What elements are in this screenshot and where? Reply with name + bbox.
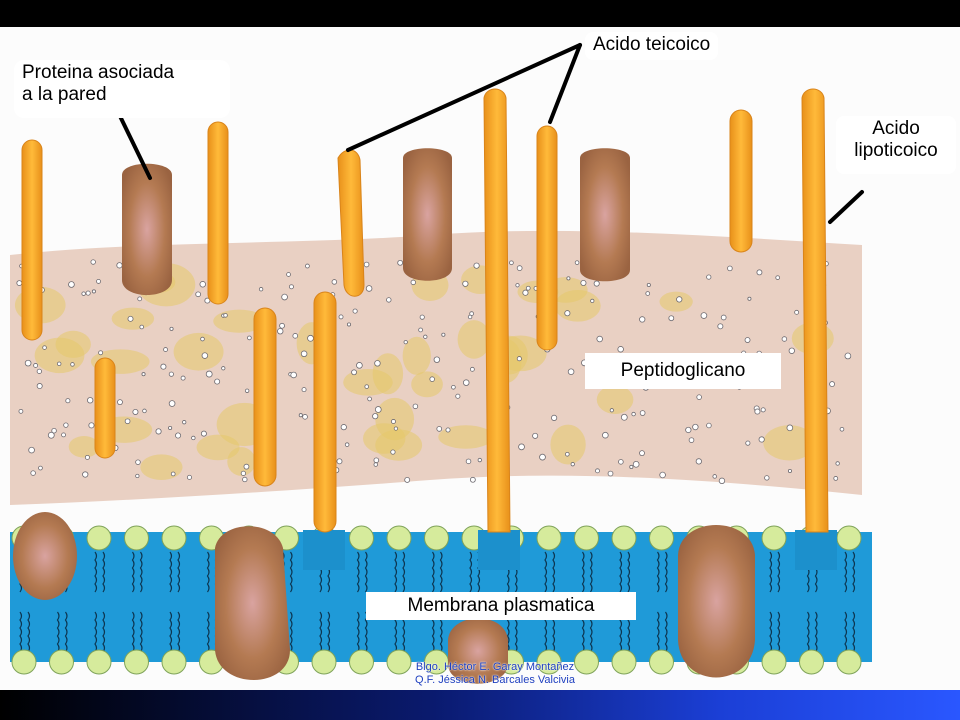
lipoteichoic-anchor-1 xyxy=(303,530,345,570)
label-wall-protein: Proteina asociada a la pared xyxy=(14,60,230,118)
lipoteichoic-anchor-2 xyxy=(478,530,520,570)
teichoic-rod-2 xyxy=(207,121,229,305)
wall-protein-3 xyxy=(580,148,630,282)
label-lipoteichoic-line1: Acido xyxy=(872,118,920,139)
label-membrane-text: Membrana plasmatica xyxy=(407,595,595,616)
lipoteichoic-anchor-3 xyxy=(795,530,837,570)
membrane-protein-3 xyxy=(448,618,508,684)
teichoic-rod-5 xyxy=(729,109,753,253)
credit-line-2: Q.F. Jéssica N. Barcales Valcivia xyxy=(415,674,575,686)
credit-line-1: Blgo. Héctor E. Garay Montañez xyxy=(415,661,575,673)
credits: Blgo. Héctor E. Garay Montañez Q.F. Jéss… xyxy=(380,661,610,687)
lipoteichoic-rod-2 xyxy=(483,88,511,533)
top-black-bar xyxy=(0,0,960,27)
label-peptidoglycan-text: Peptidoglicano xyxy=(620,360,746,381)
teichoic-rod-6 xyxy=(94,357,116,459)
lipoteichoic-rod-1 xyxy=(313,291,337,533)
pointer-wall-protein xyxy=(116,110,152,180)
teichoic-rod-1 xyxy=(21,139,43,341)
label-teichoic-acid: Acido teicoico xyxy=(585,32,719,60)
label-membrane: Membrana plasmatica xyxy=(366,592,636,620)
lipoteichoic-rod-3 xyxy=(801,88,829,533)
label-wall-protein-line2: a la pared xyxy=(22,84,107,105)
label-lipoteichoic-line2: lipoticoico xyxy=(854,140,938,161)
label-teichoic-acid-text: Acido teicoico xyxy=(593,34,711,55)
label-peptidoglycan: Peptidoglicano xyxy=(585,353,781,389)
wall-protein-1 xyxy=(122,163,172,295)
membrane-protein-1 xyxy=(13,512,77,600)
label-wall-protein-line1: Proteina asociada xyxy=(22,62,175,83)
wall-protein-2 xyxy=(403,148,452,281)
pointer-teichoic-2 xyxy=(548,43,582,124)
membrane-protein-4 xyxy=(678,525,755,678)
teichoic-rod-4 xyxy=(536,125,558,351)
bottom-gradient-bar xyxy=(0,690,960,720)
teichoic-rod-7 xyxy=(253,307,277,487)
pointer-teichoic-1 xyxy=(346,43,582,152)
cell-wall-diagram xyxy=(0,27,960,690)
label-lipoteichoic-acid: Acido lipoticoico xyxy=(836,116,956,174)
membrane-protein-2 xyxy=(215,526,290,680)
pointer-lipoteichoic xyxy=(828,190,864,224)
